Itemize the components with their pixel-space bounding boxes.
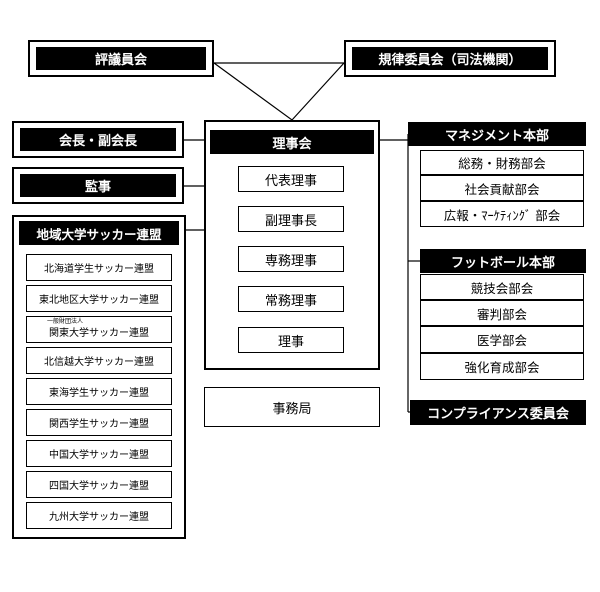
auditor-label: 監事 (20, 174, 176, 197)
board-box: 理事会 代表理事 副理事長 専務理事 常務理事 理事 (204, 120, 380, 370)
football-title: フットボール本部 (420, 249, 586, 273)
federation-item: 東北地区大学サッカー連盟 (26, 285, 172, 312)
management-item: 社会貢献部会 (420, 175, 584, 201)
board-role: 理事 (238, 327, 344, 353)
board-role: 副理事長 (238, 206, 344, 232)
discipline-box: 規律委員会（司法機関） (344, 40, 556, 77)
board-role: 専務理事 (238, 246, 344, 272)
management-item: 広報・ﾏｰｹﾃｨﾝｸﾞ 部会 (420, 201, 584, 227)
president-label: 会長・副会長 (20, 128, 176, 151)
federation-item: 四国大学サッカー連盟 (26, 471, 172, 498)
council-label: 評議員会 (36, 47, 206, 70)
federation-item: 東海学生サッカー連盟 (26, 378, 172, 405)
federation-prefix: 一般財団法人 (47, 318, 84, 325)
management-title: マネジメント本部 (408, 122, 586, 146)
discipline-label: 規律委員会（司法機関） (352, 47, 548, 70)
football-item: 審判部会 (420, 300, 584, 326)
football-item: 医学部会 (420, 326, 584, 353)
federation-item: 北信越大学サッカー連盟 (26, 347, 172, 374)
compliance-title: コンプライアンス委員会 (410, 400, 586, 425)
federation-item: 関西学生サッカー連盟 (26, 409, 172, 436)
federation-item: 一般財団法人 関東大学サッカー連盟 (26, 316, 172, 343)
football-item: 競技会部会 (420, 274, 584, 300)
president-box: 会長・副会長 (12, 121, 184, 158)
management-item: 総務・財務部会 (420, 150, 584, 175)
regional-federations-box: 地域大学サッカー連盟 北海道学生サッカー連盟 東北地区大学サッカー連盟 一般財団… (12, 215, 186, 539)
regional-federations-title: 地域大学サッカー連盟 (19, 221, 179, 245)
federation-item: 中国大学サッカー連盟 (26, 440, 172, 467)
secretariat-box: 事務局 (204, 387, 380, 427)
board-role: 代表理事 (238, 166, 344, 192)
council-box: 評議員会 (28, 40, 214, 77)
football-item: 強化育成部会 (420, 353, 584, 380)
federation-item: 北海道学生サッカー連盟 (26, 254, 172, 281)
auditor-box: 監事 (12, 167, 184, 204)
federation-item: 九州大学サッカー連盟 (26, 502, 172, 529)
board-role: 常務理事 (238, 286, 344, 312)
council-triangle (213, 62, 346, 121)
board-title: 理事会 (210, 130, 374, 154)
